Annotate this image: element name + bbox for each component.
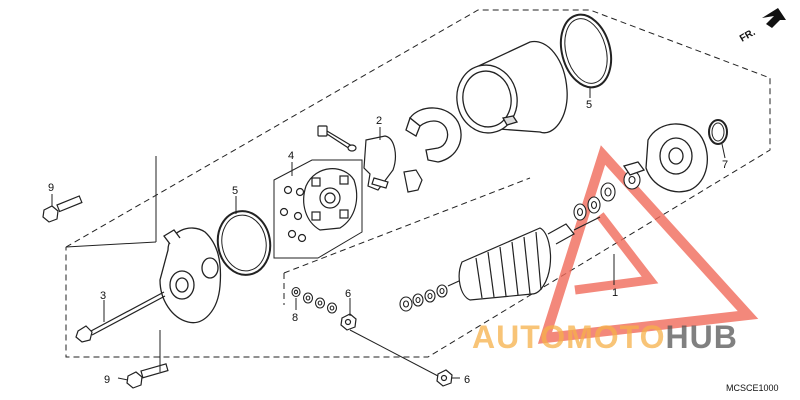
watermark-triangle [537,145,759,344]
leader-lines [51,88,726,381]
through-bolt [75,291,166,343]
bolt-lower-part [126,363,169,389]
callout-o-ring-front: 5 [232,185,238,197]
front-cover [159,227,222,324]
brush-holder-bracket [405,107,462,163]
o-ring-front [216,210,272,276]
watermark-text-b: HUB [665,319,737,355]
callout-insulator-washer: 8 [292,312,298,324]
svg-text:AUTOMOTOHUB: AUTOMOTOHUB [472,319,738,355]
watermark-text-a: AUTOMOTO [472,319,665,355]
brush-plate-box [273,159,363,259]
rear-cover [622,123,708,193]
terminal-nut-lower [436,369,453,387]
callout-armature: 1 [612,287,618,299]
motor-case [456,40,568,134]
callout-brush-plate: 4 [288,150,294,162]
terminal-nut-upper [340,313,357,331]
diagram-code: MCSCE1000 [726,383,779,393]
o-ring-rear [559,13,613,89]
callout-brush-holder: 2 [376,115,382,127]
callout-bolt-lower: 9 [104,374,110,386]
brush-holder [363,135,423,193]
watermark-logo: AUTOMOTOHUB [472,319,738,355]
front-direction-label: FR. [738,27,758,45]
callout-through-bolt: 3 [100,290,106,302]
callout-o-ring-rear: 5 [586,99,592,111]
armature-washers [399,170,641,312]
assembly-outline [65,9,771,358]
callout-nut-lower: 6 [464,374,470,386]
callout-labels: 1 2 3 4 5 5 6 6 7 8 9 9 [48,99,728,386]
bolt-upper-part [42,195,83,223]
callout-bolt-upper: 9 [48,182,54,194]
brush-plate [279,168,358,243]
o-ring-small [708,119,728,145]
callout-nut-upper: 6 [345,288,351,300]
terminal-bolt [317,125,357,152]
armature [447,216,601,301]
insulator-washer-set [291,286,338,314]
front-direction-arrow: FR. [738,8,786,45]
callout-o-ring-small: 7 [722,159,728,171]
